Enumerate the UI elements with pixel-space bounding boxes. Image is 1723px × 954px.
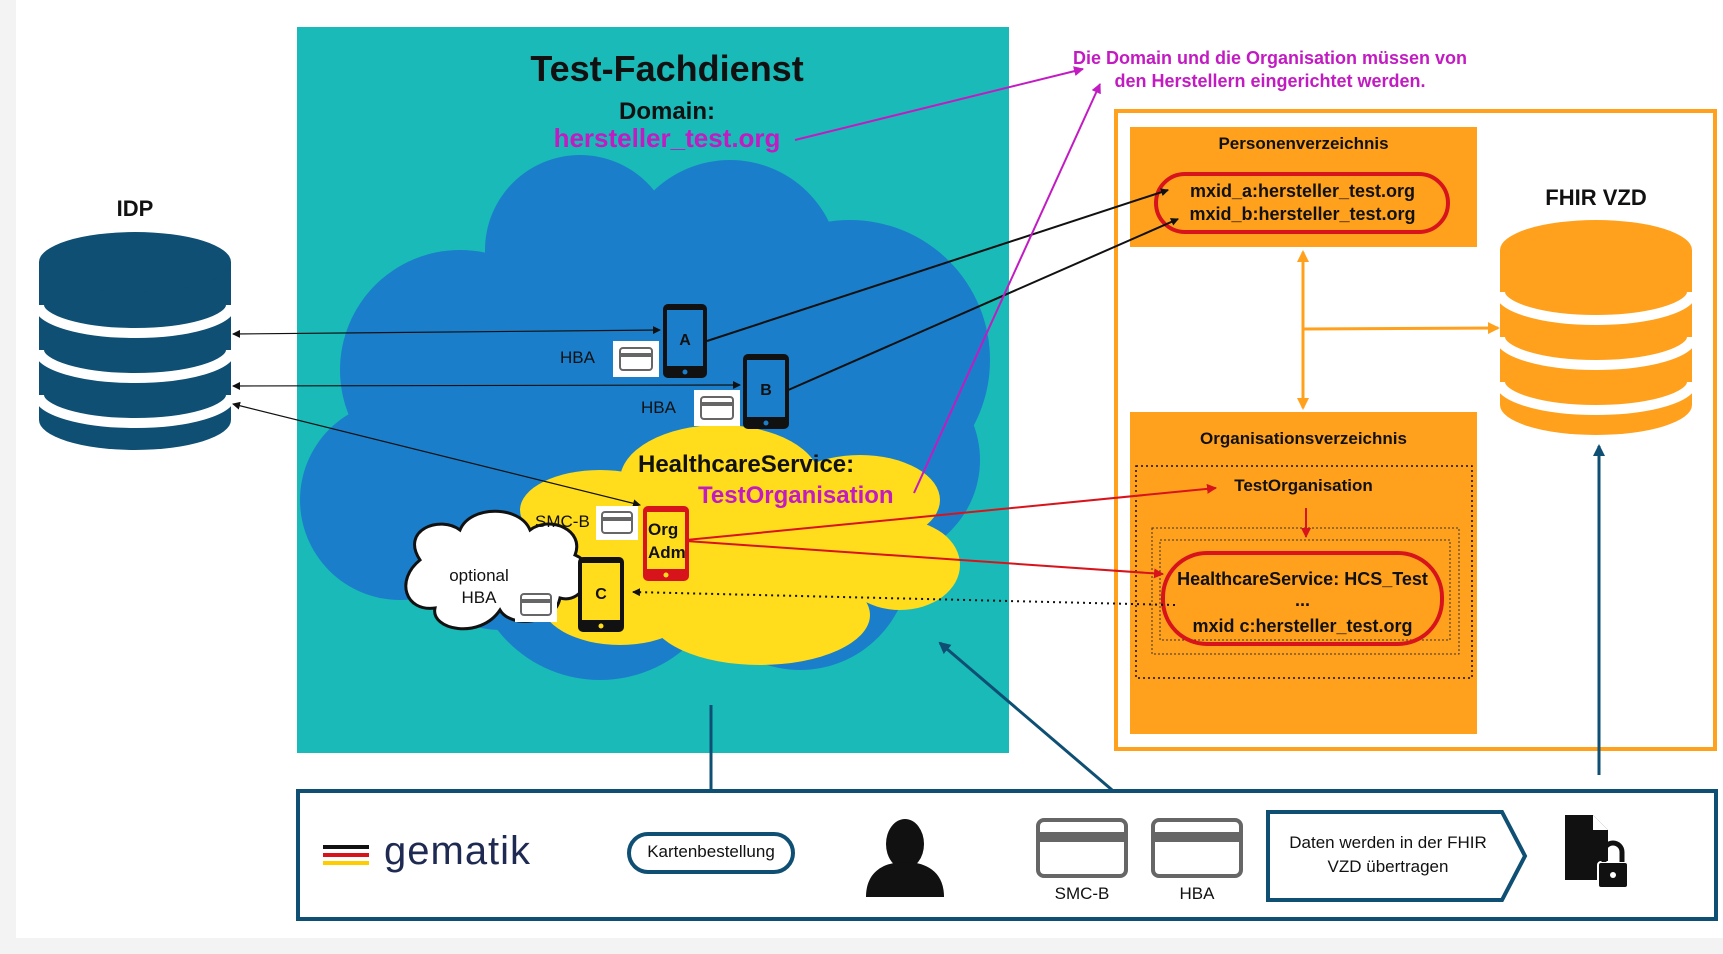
idp-arrow-b <box>232 381 741 390</box>
hba-bottom-label: HBA <box>1179 884 1215 903</box>
dotted-arrow-hcs-to-c <box>632 588 1176 606</box>
transfer-line-2: VZD übertragen <box>1327 857 1449 876</box>
healthcare-service-label: HealthcareService: <box>638 451 855 478</box>
phone-org-adm-label-1: Org <box>648 520 679 539</box>
card-label-smcb: SMC-B <box>535 512 590 531</box>
navy-arrow-cards-to-cloud <box>938 641 1133 809</box>
phone-org-adm-icon[interactable] <box>643 506 689 581</box>
arrow-b-to-person <box>785 218 1179 392</box>
red-arrow-to-hcs <box>685 540 1164 579</box>
card-icon-c <box>515 588 557 622</box>
person-icon <box>866 819 944 897</box>
org-entry: TestOrganisation <box>1234 476 1373 495</box>
red-arrow-to-org <box>685 483 1217 541</box>
person-entry-b: mxid_b:hersteller_test.org <box>1189 204 1416 224</box>
card-label-c-line2: HBA <box>461 588 497 607</box>
idp-arrow-a <box>232 326 661 338</box>
fhir-vzd-database-icon <box>1495 220 1697 435</box>
orange-to-db-connector <box>1302 322 1500 335</box>
phone-b-icon[interactable] <box>743 354 789 429</box>
personenverzeichnis-title: Personenverzeichnis <box>1218 134 1389 153</box>
gematik-logo-text: gematik <box>384 829 532 873</box>
card-label-a: HBA <box>560 348 595 367</box>
kartenbestellung-pill[interactable] <box>627 832 795 874</box>
hcs-entry-line3: mxid c:hersteller_test.org <box>1192 616 1413 636</box>
hba-card-icon <box>1151 818 1243 878</box>
phone-c-icon[interactable] <box>578 557 624 632</box>
healthcare-service-value: TestOrganisation <box>698 482 894 509</box>
note-line-2: den Herstellern eingerichtet werden. <box>1114 71 1426 91</box>
phone-a-icon[interactable] <box>663 304 707 378</box>
domain-value: hersteller_test.org <box>553 123 781 153</box>
fhir-vzd-frame <box>1114 109 1717 751</box>
person-entries-highlight <box>1154 172 1450 234</box>
hcs-entry-highlight <box>1161 551 1444 646</box>
idp-label: IDP <box>116 196 154 221</box>
note-line-1: Die Domain und die Organisation müssen v… <box>1072 48 1468 68</box>
phone-c-label: C <box>595 586 607 603</box>
locked-document-icon <box>1565 815 1629 889</box>
arrow-a-to-person <box>706 188 1169 342</box>
card-label-b: HBA <box>641 398 676 417</box>
phone-a-label: A <box>679 332 691 349</box>
smcb-card-icon <box>1036 818 1128 878</box>
magenta-arrow-org <box>913 83 1101 494</box>
transfer-line-1: Daten werden in der FHIR <box>1289 833 1487 852</box>
card-label-c-line1: optional <box>449 566 509 585</box>
hcs-dotted-frame-inner <box>1159 539 1451 641</box>
transfer-arrow-shape <box>1266 810 1528 902</box>
gematik-logo-icon <box>323 845 369 865</box>
organisationsverzeichnis-title: Organisationsverzeichnis <box>1200 429 1407 448</box>
idp-arrow-org <box>232 401 641 508</box>
smcb-bottom-label: SMC-B <box>1054 884 1110 903</box>
card-icon-a <box>613 341 659 377</box>
kartenbestellung-label[interactable]: Kartenbestellung <box>647 842 775 861</box>
personenverzeichnis-box <box>1130 127 1477 247</box>
person-entry-a: mxid_a:hersteller_test.org <box>1189 181 1416 201</box>
hcs-entry-line2: ... <box>1294 590 1310 610</box>
hcs-entry-line1: HealthcareService: HCS_Test <box>1177 569 1428 589</box>
card-icon-b <box>694 390 740 426</box>
phone-b-label: B <box>760 382 772 399</box>
card-icon-smcb <box>596 506 638 540</box>
phone-org-adm-label-2: Adm <box>648 543 686 562</box>
magenta-arrow-domain <box>794 66 1084 141</box>
idp-database-icon <box>34 232 236 450</box>
fhir-vzd-label: FHIR VZD <box>1545 185 1647 210</box>
domain-label: Domain: <box>619 98 715 125</box>
fachdienst-title: Test-Fachdienst <box>530 48 804 89</box>
